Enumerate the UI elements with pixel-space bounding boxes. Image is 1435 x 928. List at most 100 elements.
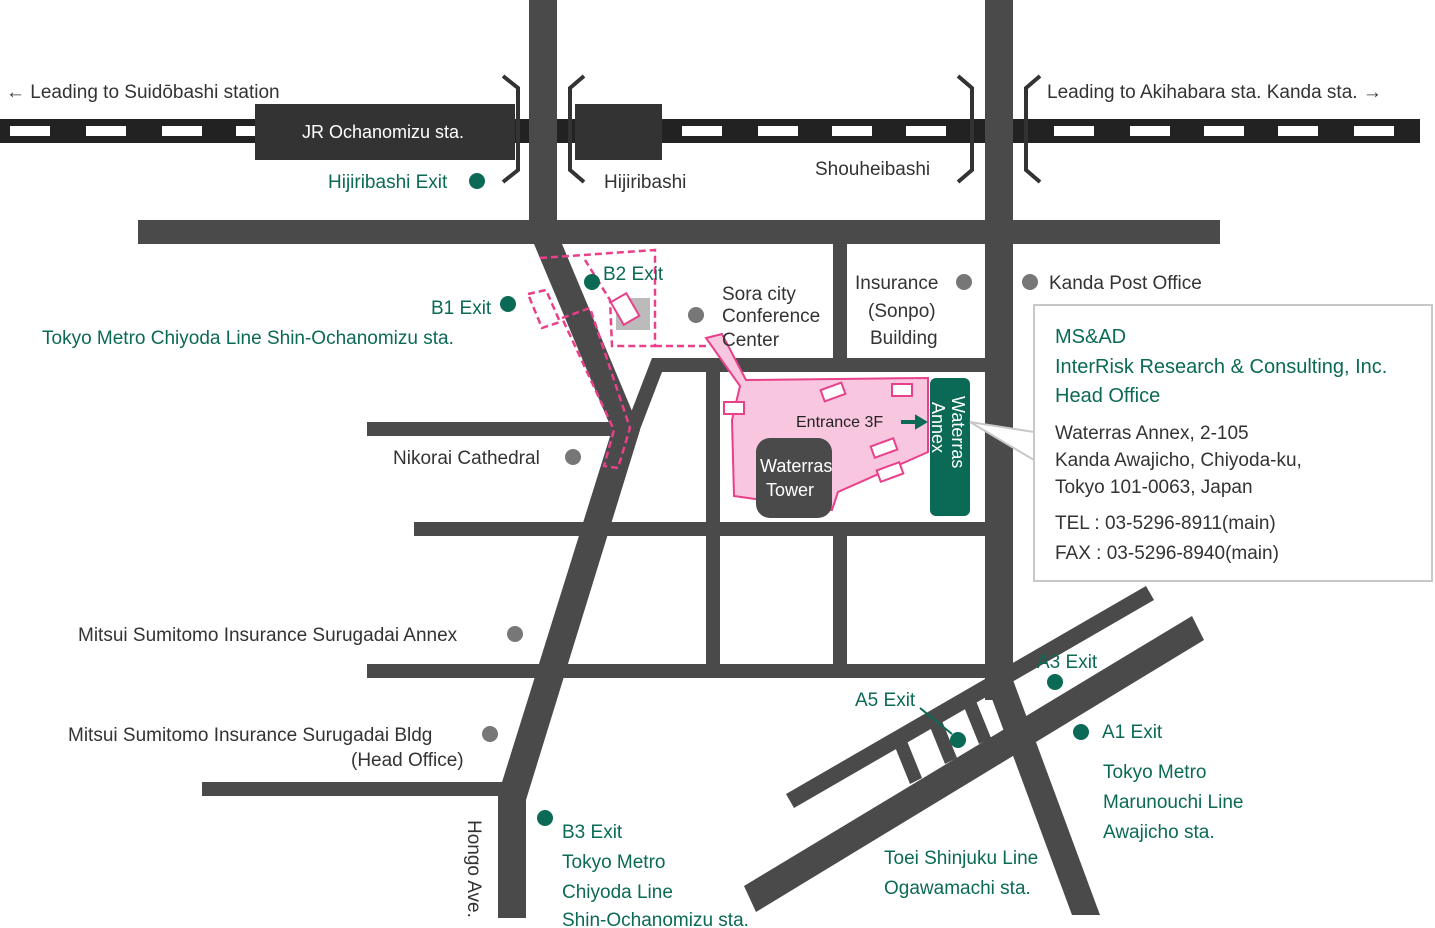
road-diagonal-upper xyxy=(786,586,1154,808)
waterras-tower-building xyxy=(756,438,832,518)
office-address-3: Tokyo 101-0063, Japan xyxy=(1055,477,1253,498)
road-shouheibashi xyxy=(985,0,1013,700)
exit-dot-b1 xyxy=(500,296,516,312)
exit-b2-label: B2 Exit xyxy=(603,264,664,285)
stair-icon-deck-lower-2 xyxy=(875,460,905,484)
landmark-sora-1: Sora city xyxy=(722,284,796,305)
landmark-sora-3: Center xyxy=(722,330,780,351)
passage-dashed-b1 xyxy=(526,288,562,330)
exit-dot-a5 xyxy=(950,732,966,748)
line-b3-label-2: Chiyoda Line xyxy=(562,882,673,903)
office-company-1: MS&AD xyxy=(1055,326,1127,348)
exit-a5-leader xyxy=(919,707,953,735)
entrance-label: Entrance 3F xyxy=(796,414,883,431)
road-small-vertical-a xyxy=(833,244,847,360)
waterras-annex-label-group: Waterras Annex xyxy=(928,396,968,468)
exit-dot-b2 xyxy=(584,274,600,290)
waterras-annex-label-2: Annex xyxy=(928,402,948,453)
landmark-sora-2: Conference xyxy=(722,306,820,327)
stair-icon-deck-left xyxy=(723,401,745,415)
stair-icon-deck-mid xyxy=(819,381,847,403)
exit-a5-label: A5 Exit xyxy=(855,690,916,711)
bracket-2 xyxy=(568,74,586,184)
office-company-3: Head Office xyxy=(1055,385,1161,407)
jr-station-block-east xyxy=(575,104,662,160)
hongo-ave-label-group: Hongo Ave. xyxy=(463,820,484,918)
stair-icon-deck-right xyxy=(891,383,913,397)
passage-dashed-b2 xyxy=(539,248,657,348)
jr-railway: JR Ochanomizu sta. xyxy=(0,104,1420,160)
exit-hijiribashi-label: Hijiribashi Exit xyxy=(328,172,448,193)
exit-a3-label: A3 Exit xyxy=(1037,652,1098,673)
bracket-4 xyxy=(1024,74,1042,184)
waterras-annex-building xyxy=(930,378,970,516)
office-fax: FAX : 03-5296-8940(main) xyxy=(1055,543,1279,564)
road-network xyxy=(138,0,1220,918)
stair-icons xyxy=(609,291,913,484)
bracket-1 xyxy=(501,74,520,184)
line-b3-label-3: Shin-Ochanomizu sta. xyxy=(562,910,749,928)
direction-suidobashi: ← Leading to Suidōbashi station xyxy=(6,82,280,103)
landmark-sonpo-2: (Sonpo) xyxy=(868,301,936,322)
road-hongo-avenue xyxy=(498,232,640,918)
bridge-hijiribashi-label: Hijiribashi xyxy=(604,172,686,193)
exit-a1-label: A1 Exit xyxy=(1102,722,1163,743)
landmark-markers xyxy=(482,274,1038,742)
landmark-dot-post-office xyxy=(1022,274,1038,290)
road-a5-connector-2 xyxy=(928,716,957,764)
line-b3-label-1: Tokyo Metro xyxy=(562,852,665,873)
office-company-2: InterRisk Research & Consulting, Inc. xyxy=(1055,356,1388,378)
bridge-brackets xyxy=(501,74,1042,184)
office-address-1: Waterras Annex, 2-105 xyxy=(1055,423,1249,444)
waterras-tower-label-1: Waterras xyxy=(760,456,832,476)
direction-akihabara: Leading to Akihabara sta. Kanda sta. → xyxy=(1047,82,1382,103)
landmark-dot-nikorai xyxy=(565,449,581,465)
exit-dot-a1 xyxy=(1073,724,1089,740)
stair-icon-b2 xyxy=(609,291,641,327)
landmark-mitsui-annex: Mitsui Sumitomo Insurance Surugadai Anne… xyxy=(78,625,458,646)
line-chiyoda-label: Tokyo Metro Chiyoda Line Shin-Ochanomizu… xyxy=(42,328,454,349)
entrance-arrow-icon xyxy=(901,414,928,430)
exit-dot-hijiribashi xyxy=(469,173,485,189)
landmark-dot-mitsui-bldg xyxy=(482,726,498,742)
exit-dot-b3 xyxy=(537,810,553,826)
waterras-tower-label-2: Tower xyxy=(766,480,814,500)
rail-ties xyxy=(10,126,1394,136)
landmark-post-office: Kanda Post Office xyxy=(1049,273,1202,294)
office-tel: TEL : 03-5296-8911(main) xyxy=(1055,513,1276,534)
road-street-lower xyxy=(367,664,997,678)
road-street-mid xyxy=(414,522,990,536)
road-hijiribashi xyxy=(529,0,557,244)
road-main-horizontal xyxy=(138,220,1220,244)
line-shinjuku-label-2: Ogawamachi sta. xyxy=(884,878,1031,899)
jr-station-block xyxy=(255,104,515,160)
line-marunouchi-label-2: Marunouchi Line xyxy=(1103,792,1243,813)
exit-dot-a3 xyxy=(1047,674,1063,690)
road-inner-vertical-c xyxy=(833,536,847,668)
road-inner-vertical-b xyxy=(706,360,720,668)
waterras-annex-label-1: Waterras xyxy=(948,396,968,468)
road-street-bottom-left xyxy=(202,782,514,796)
landmark-dot-mitsui-annex xyxy=(507,626,523,642)
landmark-nikorai: Nikorai Cathedral xyxy=(393,448,540,469)
road-a5-connector-3 xyxy=(962,696,991,744)
office-info-box: MS&AD InterRisk Research & Consulting, I… xyxy=(1033,304,1433,582)
exit-markers xyxy=(469,173,1089,826)
landmark-dot-sora xyxy=(688,307,704,323)
road-street-nikorai xyxy=(367,422,617,436)
bridge-shouheibashi-label: Shouheibashi xyxy=(815,159,930,180)
road-a5-connector-1 xyxy=(893,736,922,784)
landmark-mitsui-bldg-2: (Head Office) xyxy=(351,750,464,771)
bracket-3 xyxy=(956,74,974,184)
landmark-mitsui-bldg-1: Mitsui Sumitomo Insurance Surugadai Bldg xyxy=(68,725,432,746)
line-marunouchi-label-1: Tokyo Metro xyxy=(1103,762,1206,783)
road-south-diagonal xyxy=(985,680,1100,915)
road-diagonal-lower xyxy=(744,616,1204,912)
landmark-sonpo-3: Building xyxy=(870,328,938,349)
line-shinjuku-label-1: Toei Shinjuku Line xyxy=(884,848,1038,869)
exit-b1-label: B1 Exit xyxy=(431,298,492,319)
line-marunouchi-label-3: Awajicho sta. xyxy=(1103,822,1215,843)
landmark-sonpo-1: Insurance xyxy=(855,273,938,294)
office-address-2: Kanda Awajicho, Chiyoda-ku, xyxy=(1055,450,1302,471)
